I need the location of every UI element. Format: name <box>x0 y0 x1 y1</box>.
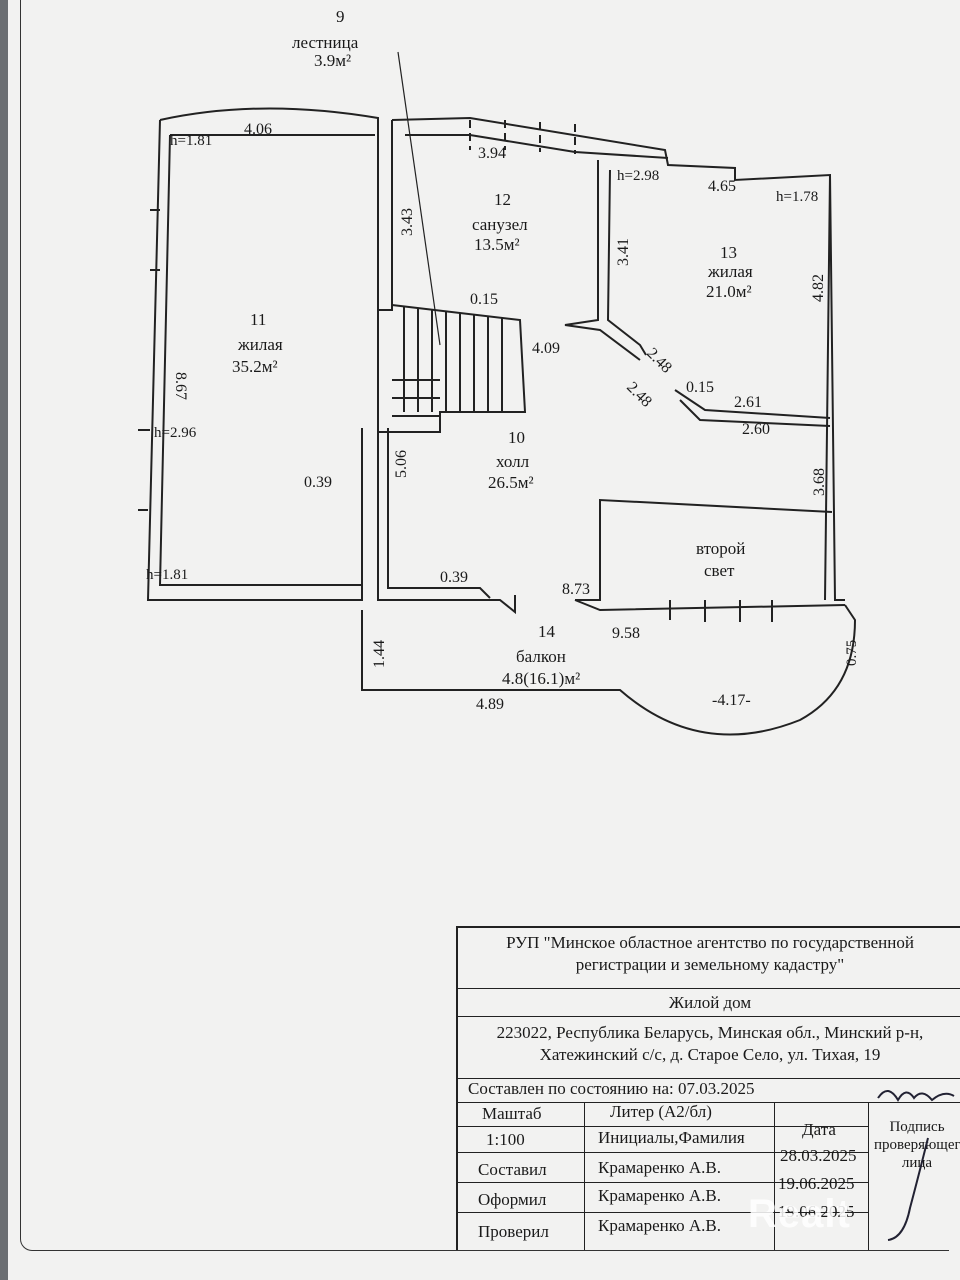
dim-h296: h=2.96 <box>154 425 197 441</box>
stamp-liter: Литер (А2/бл) <box>610 1102 712 1121</box>
dim-482: 4.82 <box>810 274 827 302</box>
stamp-row2-role: Оформил <box>478 1190 547 1209</box>
stair-number: 9 <box>336 7 345 26</box>
stamp-sign-label: Подпись проверяющего лица <box>874 1119 960 1171</box>
stamp-row1-role: Составил <box>478 1160 547 1179</box>
room-14-name: балкон <box>516 647 566 666</box>
dim-406: 4.06 <box>244 121 272 138</box>
stamp-row3-name: Крамаренко А.В. <box>598 1216 721 1235</box>
stamp-state-date: Составлен по состоянию на: 07.03.2025 <box>458 1078 960 1103</box>
stair-steps <box>392 306 503 417</box>
window-top <box>469 120 576 154</box>
dim-039-left: 0.39 <box>304 474 332 491</box>
dim-506: 5.06 <box>393 450 410 478</box>
dim-075: 0.75 <box>844 640 860 666</box>
room-11-number: 11 <box>250 310 266 329</box>
dim-144: 1.44 <box>371 640 388 668</box>
wall-bottom-hall-inner <box>387 428 491 599</box>
second-light-line2: свет <box>704 561 735 580</box>
dim-341: 3.41 <box>615 238 632 266</box>
wall-left-room <box>159 107 393 311</box>
dim-h298: h=2.98 <box>617 168 659 184</box>
dim-958: 9.58 <box>612 625 640 642</box>
room-13-name: жилая <box>707 262 753 281</box>
room-12-name: санузел <box>472 215 528 234</box>
stamp-address-line1: 223022, Республика Беларусь, Минская обл… <box>496 1023 924 1042</box>
room-10-number: 10 <box>508 428 525 447</box>
dim-039-bottom: 0.39 <box>440 569 468 586</box>
dim-368: 3.68 <box>811 468 828 496</box>
stamp-scale-label: Маштаб <box>482 1104 542 1123</box>
sheet-frame <box>20 0 949 1251</box>
stair-area: 3.9м² <box>314 51 351 70</box>
dim-h178: h=1.78 <box>776 189 818 205</box>
wall-13-hall <box>674 389 831 427</box>
stamp-object: Жилой дом <box>458 990 960 1017</box>
watermark: Realt <box>748 1192 851 1236</box>
stamp-org-line1: РУП "Минское областное агентство по госу… <box>506 933 914 952</box>
room-12-number: 12 <box>494 190 511 209</box>
dim-261: 2.61 <box>734 394 762 411</box>
second-light-line1: второй <box>696 539 745 558</box>
stamp-initials-label: Инициалы,Фамилия <box>598 1128 745 1147</box>
stamp-row3-date: 19.06.2025 <box>778 1202 855 1221</box>
stamp-org: РУП "Минское областное агентство по госу… <box>458 928 960 989</box>
document-sheet <box>8 0 960 1280</box>
room-12-area: 13.5м² <box>474 235 520 254</box>
dim-394: 3.94 <box>478 145 506 162</box>
wall-room-11-inner <box>158 134 375 586</box>
wall-divider-12-13 <box>564 160 641 361</box>
dim-h181-bottom: h=1.81 <box>146 567 188 583</box>
wall-top-inner <box>405 134 669 159</box>
stamp-scale-value: 1:100 <box>486 1130 525 1149</box>
stamp-address: 223022, Республика Беларусь, Минская обл… <box>458 1018 960 1079</box>
stamp-row1-date: 28.03.2025 <box>780 1146 857 1165</box>
room-14-number: 14 <box>538 622 556 641</box>
title-block: РУП "Минское областное агентство по госу… <box>456 926 960 1250</box>
room-11-area: 35.2м² <box>232 357 278 376</box>
wall-divider-12-13b <box>606 169 647 356</box>
room-13-number: 13 <box>720 243 737 262</box>
balcony-outline <box>361 604 857 736</box>
wall-room-11 <box>146 119 363 601</box>
window-left <box>138 209 160 511</box>
dim-248-b: 2.48 <box>623 379 655 411</box>
stair-leader <box>397 51 441 346</box>
wall-second-light <box>575 498 833 601</box>
wall-bottom-right <box>574 599 846 612</box>
wall-bottom-hall <box>377 428 516 615</box>
dim-409: 4.09 <box>532 340 560 357</box>
room-10-area: 26.5м² <box>488 473 534 492</box>
dim-015-13: 0.15 <box>686 379 714 396</box>
dim-260: 2.60 <box>742 421 770 438</box>
stair-name: лестница <box>292 33 359 52</box>
stair-outline <box>377 304 527 433</box>
dim-015-stair: 0.15 <box>470 291 498 308</box>
room-10-name: холл <box>496 452 530 471</box>
stamp-org-line2: регистрации и земельному кадастру" <box>575 955 845 974</box>
stamp-row3-role: Проверил <box>478 1222 549 1241</box>
stamp-row2-name: Крамаренко А.В. <box>598 1186 721 1205</box>
stamp-row1-name: Крамаренко А.В. <box>598 1158 721 1177</box>
room-13-area: 21.0м² <box>706 282 752 301</box>
dim-248-a: 2.48 <box>643 345 675 377</box>
dim-h181-top: h=1.81 <box>170 133 212 149</box>
window-bottom <box>669 600 773 622</box>
handwritten-signature <box>877 1090 955 1241</box>
dim-489: 4.89 <box>476 696 504 713</box>
stamp-row2-date: 19.06.2025 <box>778 1174 855 1193</box>
dim-873: 8.73 <box>562 581 590 598</box>
dim-343: 3.43 <box>399 208 416 236</box>
floor-plan: 9 лестница 3.9м² 11 жилая 35.2м² 12 сану… <box>138 7 860 736</box>
dim-867: 8.67 <box>172 372 189 400</box>
room-14-area: 4.8(16.1)м² <box>502 669 580 688</box>
wall-right <box>829 174 845 601</box>
stamp-date-label: Дата <box>802 1120 836 1139</box>
dim-465: 4.65 <box>708 178 736 195</box>
dim-417: -4.17- <box>712 692 751 709</box>
stamp-address-line2: Хатежинский с/с, д. Старое Село, ул. Тих… <box>539 1045 881 1064</box>
room-11-name: жилая <box>237 335 283 354</box>
wall-top <box>391 116 832 601</box>
